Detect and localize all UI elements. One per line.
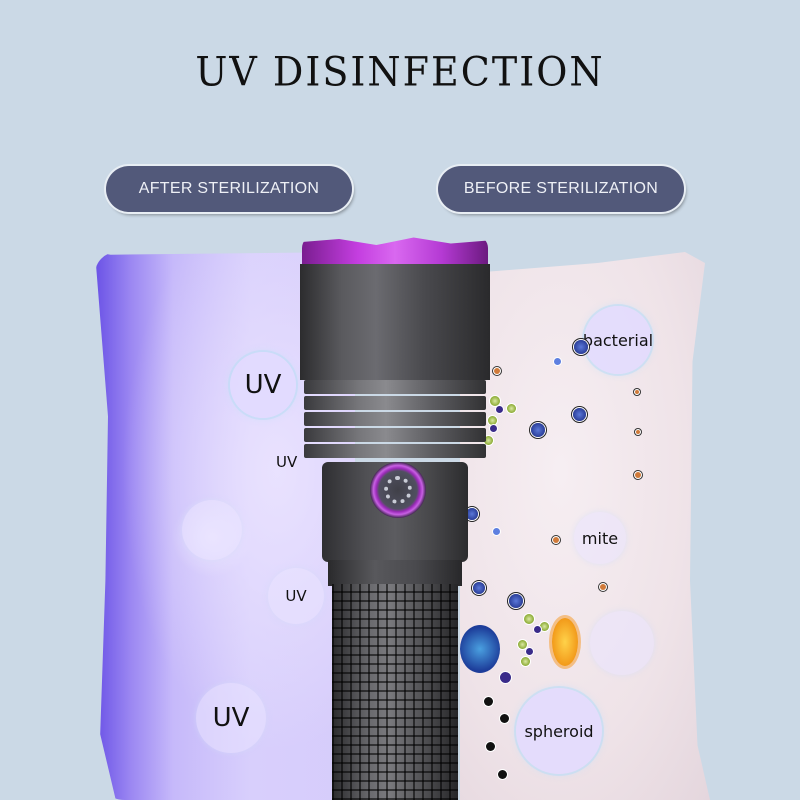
germ-icon [600, 584, 606, 590]
germ-icon [636, 430, 640, 434]
flashlight-threads [304, 380, 486, 462]
germ-icon [526, 648, 533, 655]
germ-icon [494, 368, 500, 374]
uv-flashlight [298, 236, 492, 800]
page-title: UV DISINFECTION [195, 48, 605, 96]
bacterial-bubble: bacterial [582, 306, 654, 374]
germ-icon [540, 622, 549, 631]
germ-icon [496, 406, 503, 413]
uv-label: UV [285, 587, 307, 605]
bezel-rim [302, 237, 488, 266]
germ-icon [490, 396, 500, 406]
uv-bubble-3: UV [268, 568, 324, 624]
virus-icon [466, 508, 478, 520]
germ-icon [553, 537, 559, 543]
spore-icon [498, 770, 507, 779]
mite-bubble: mite [574, 512, 626, 564]
uv-label: UV [244, 370, 282, 400]
power-button-icon [370, 462, 426, 518]
mite-label: mite [581, 528, 619, 548]
after-sterilization-label: AFTER STERILIZATION [106, 166, 352, 212]
spore-icon [500, 714, 509, 723]
uv-label: UV [212, 703, 250, 733]
uv-label-small-1: UV [276, 453, 298, 471]
germ-icon [488, 416, 497, 425]
germ-icon [500, 672, 511, 683]
uv-bubble-1: UV [230, 352, 296, 418]
before-sterilization-label: BEFORE STERILIZATION [438, 166, 684, 212]
germ-icon [493, 528, 500, 535]
germ-icon [521, 657, 530, 666]
germ-icon [554, 358, 561, 365]
knurled-grip [332, 584, 458, 800]
germ-icon [635, 472, 641, 478]
virus-icon [573, 408, 586, 421]
flashlight-collar [328, 560, 462, 586]
uv-bubble-4: UV [196, 683, 266, 753]
bacterial-label: bacterial [582, 330, 654, 350]
glow-spot [182, 500, 242, 560]
large-virus-icon [460, 625, 500, 673]
virus-icon [531, 423, 545, 437]
virus-icon [574, 340, 588, 354]
germ-icon [484, 436, 493, 445]
spore-icon [484, 697, 493, 706]
germ-icon [518, 640, 527, 649]
virus-icon [509, 594, 523, 608]
flashlight-head [300, 264, 490, 380]
bacteria-bug-icon [552, 618, 578, 666]
germ-icon [534, 626, 541, 633]
empty-bubble [590, 611, 654, 675]
spheroid-bubble: spheroid [516, 688, 602, 774]
virus-icon [473, 582, 485, 594]
germ-icon [507, 404, 516, 413]
spore-icon [486, 742, 495, 751]
germ-icon [635, 390, 639, 394]
germ-icon [490, 425, 497, 432]
germ-icon [524, 614, 534, 624]
spheroid-label: spheroid [524, 721, 594, 741]
